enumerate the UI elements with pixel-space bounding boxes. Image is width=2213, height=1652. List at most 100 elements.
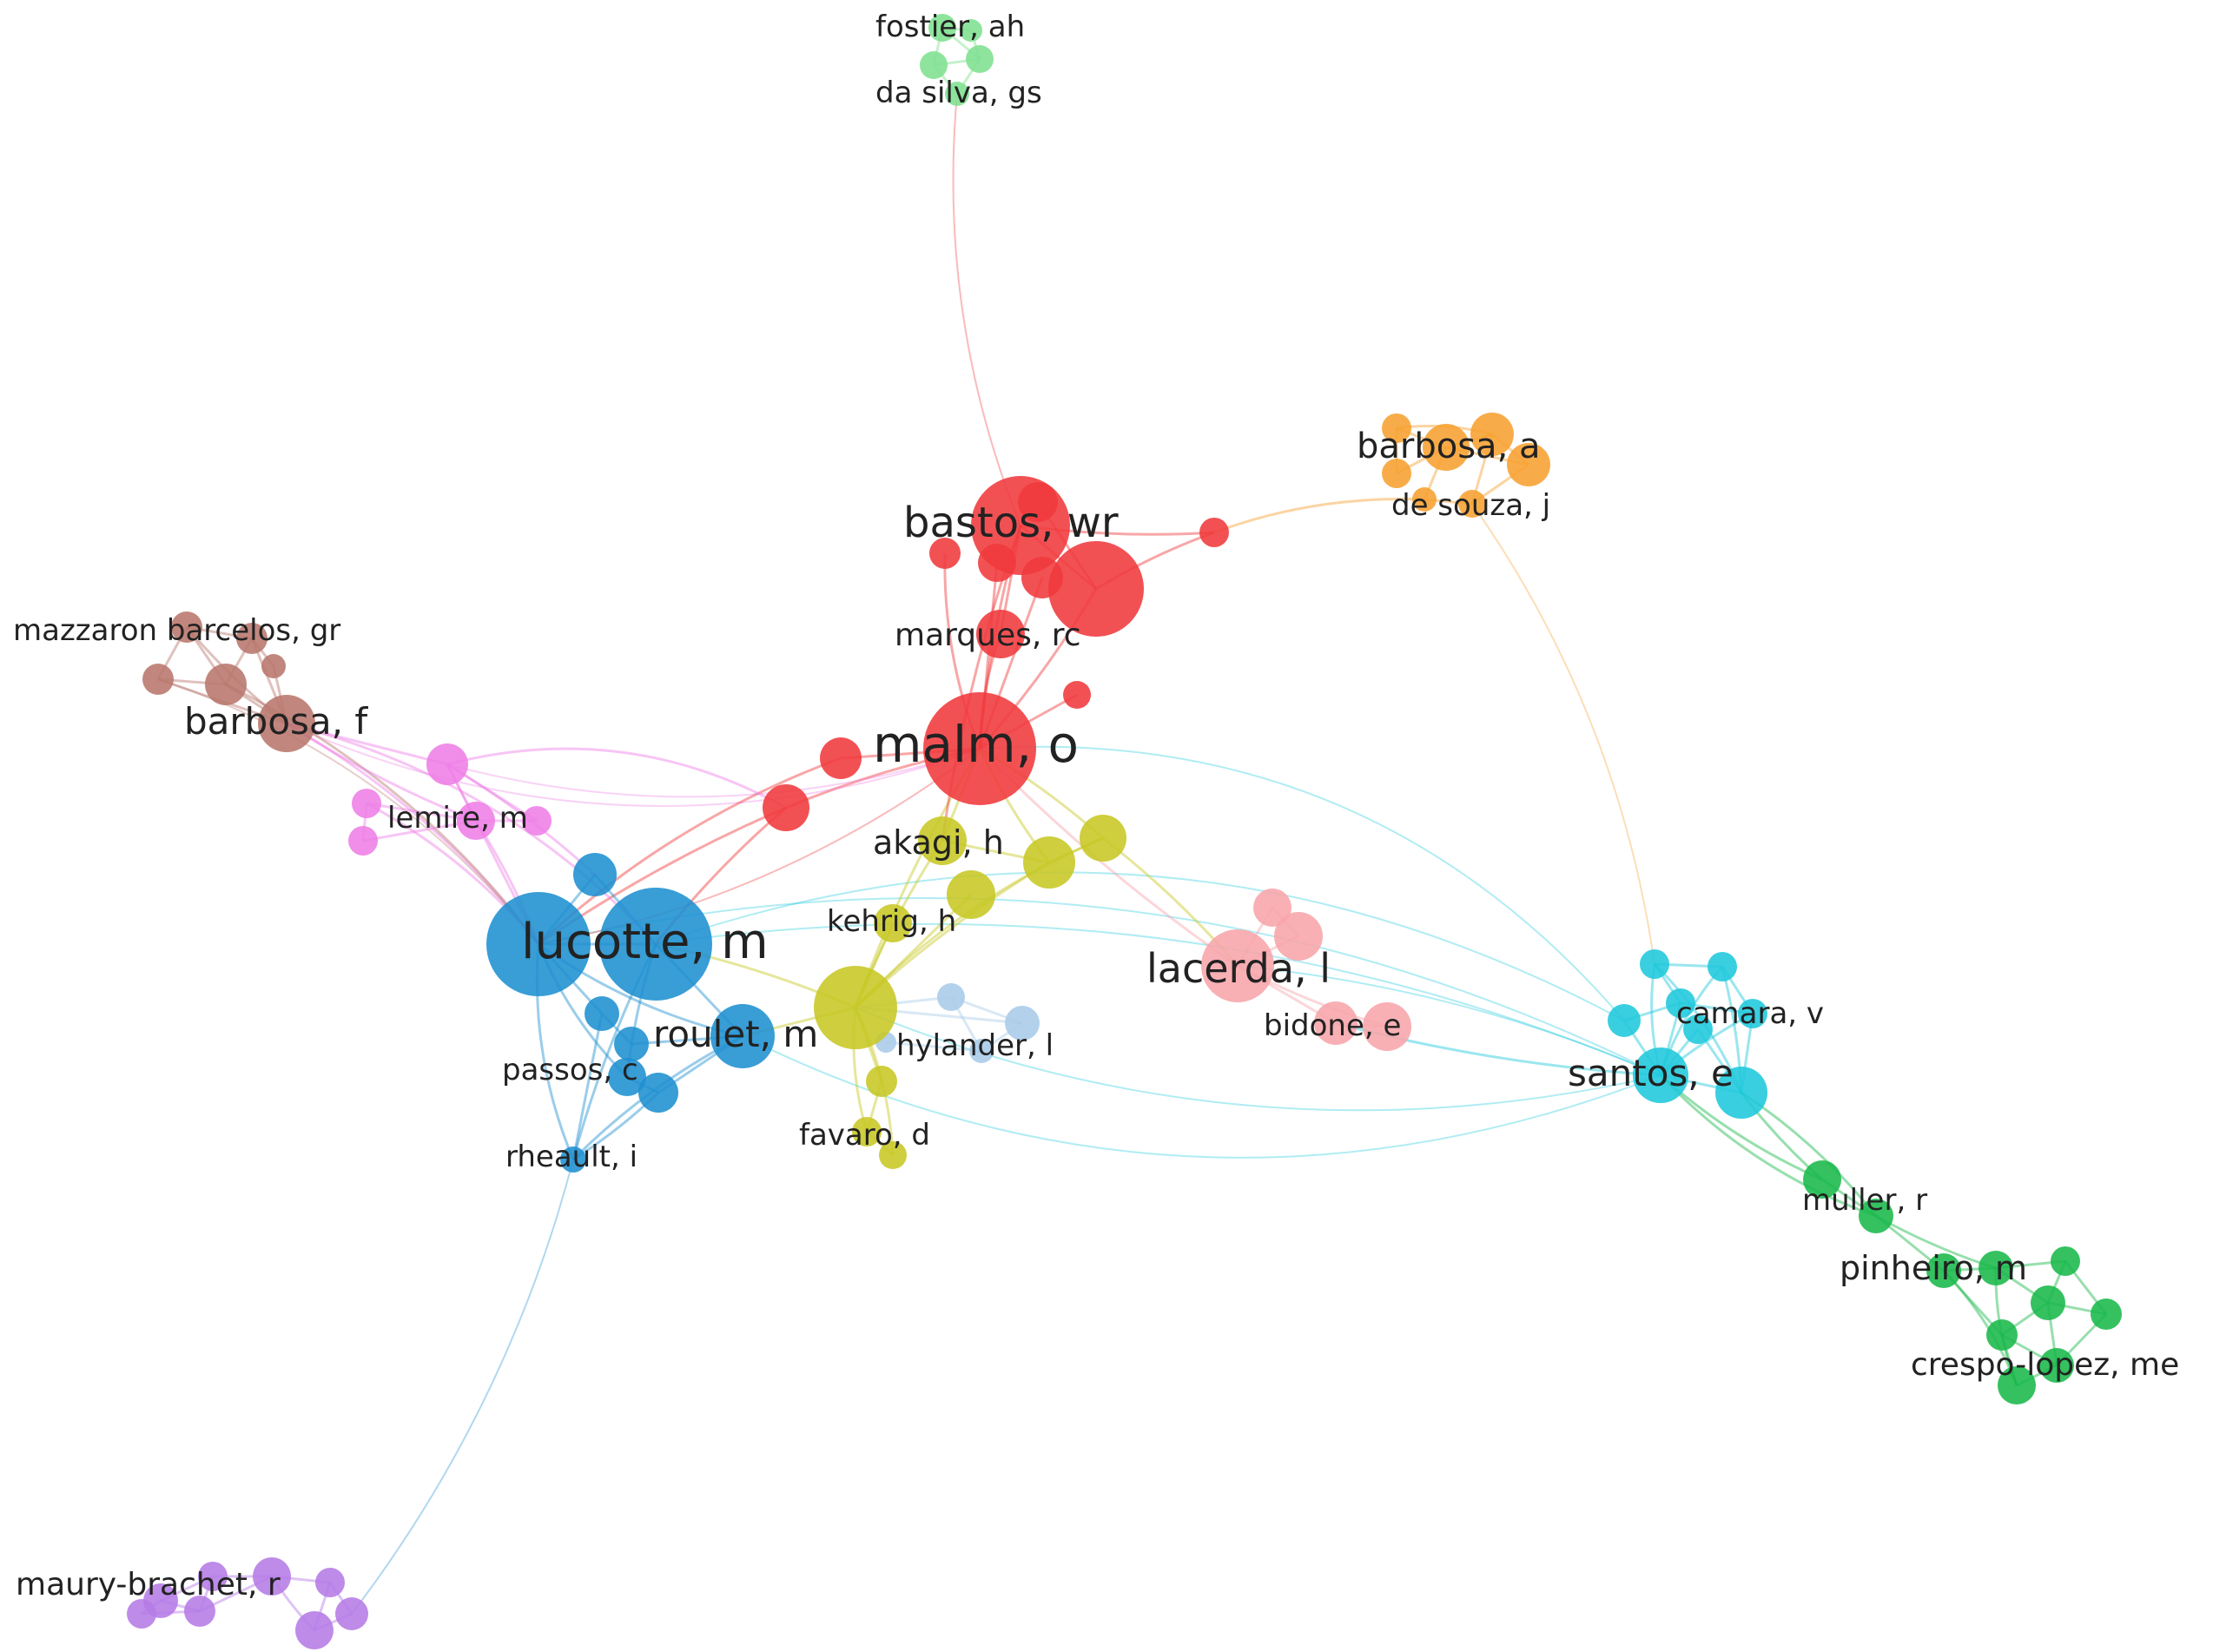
node-red11[interactable] [820,737,862,779]
node-pk1[interactable] [426,743,468,785]
network-labels: fostier, ah da silva, gs bastos, wr marq… [13,10,2179,1602]
node-br2[interactable] [236,623,268,654]
node-cy1[interactable] [1640,949,1669,979]
node-pk5[interactable] [522,806,552,836]
node-lg3[interactable] [920,51,948,79]
node-akagi[interactable] [918,816,967,865]
node-or4[interactable] [1507,443,1550,486]
label-hylander: hylander, l [896,1028,1054,1063]
label-bastos: bastos, wr [903,499,1119,547]
node-pk2[interactable] [352,789,381,818]
label-lemire: lemire, m [387,801,528,836]
node-lg5[interactable] [960,19,982,42]
node-bidone[interactable] [1314,1001,1358,1045]
node-br4[interactable] [205,664,247,705]
node-pu5[interactable] [184,1596,215,1627]
node-lemire[interactable] [457,802,495,840]
node-lb2[interactable] [1005,1006,1040,1041]
edge-desouza-cy1 [1471,503,1655,965]
node-ye4[interactable] [947,870,995,919]
label-bidone: bidone, e [1264,1008,1401,1043]
node-red8[interactable] [1199,518,1229,547]
node-gr8[interactable] [1986,1319,2018,1351]
node-fostier[interactable] [928,14,956,42]
node-lucotte[interactable] [486,892,591,996]
node-lp5[interactable] [1363,1002,1411,1051]
node-or7[interactable] [1412,487,1437,512]
node-gr6[interactable] [2031,1285,2065,1320]
node-kehrig[interactable] [874,904,912,942]
node-ye6[interactable] [814,966,897,1049]
node-cy2[interactable] [1708,952,1737,981]
node-barbosa_f[interactable] [258,695,315,752]
label-lacerda: lacerda, l [1146,945,1331,992]
node-or3[interactable] [1470,413,1514,456]
node-or5[interactable] [1382,459,1411,488]
node-br3[interactable] [142,664,174,695]
node-dasilva[interactable] [945,82,969,106]
node-pu3[interactable] [315,1568,345,1597]
node-gr7[interactable] [2091,1298,2122,1330]
node-gr5[interactable] [2051,1246,2080,1276]
label-de-souza: de souza, j [1391,488,1550,523]
node-bastos[interactable] [971,476,1070,575]
node-pu2[interactable] [253,1557,291,1596]
node-pu7[interactable] [335,1597,368,1630]
node-gr1[interactable] [1803,1160,1841,1199]
node-marques[interactable] [976,610,1025,658]
node-cy6[interactable] [1683,1014,1713,1044]
node-crespo[interactable] [1998,1366,2036,1404]
node-gr9[interactable] [2039,1348,2074,1383]
node-red12[interactable] [763,784,809,831]
node-ye9[interactable] [879,1141,907,1169]
node-lb1[interactable] [937,983,965,1011]
label-maury: maury-brachet, r [16,1567,281,1602]
node-malm[interactable] [923,692,1036,805]
node-br1[interactable] [171,611,202,643]
node-ye2[interactable] [1023,836,1075,889]
node-red9[interactable] [1063,681,1091,709]
node-rheault[interactable] [560,1146,586,1173]
edge-or7-red8 [1213,497,1425,534]
node-roulet[interactable] [710,1004,775,1068]
node-red2[interactable] [1048,541,1144,637]
node-pu1[interactable] [198,1562,228,1591]
node-bl6[interactable] [614,1027,649,1061]
node-bl5[interactable] [585,996,619,1031]
node-pu4[interactable] [143,1583,178,1618]
node-cy8[interactable] [1715,1067,1767,1119]
node-desouza[interactable] [1458,490,1486,518]
node-camara[interactable] [1738,999,1767,1028]
node-muller[interactable] [1859,1199,1893,1233]
node-lg2[interactable] [966,45,994,73]
node-or2[interactable] [1423,424,1470,471]
node-red7[interactable] [929,538,961,569]
node-passos[interactable] [608,1058,646,1096]
node-gr4[interactable] [1978,1251,2013,1285]
node-favaro[interactable] [852,1117,882,1146]
label-roulet: roulet, m [653,1013,818,1055]
node-hylander[interactable] [969,1039,994,1063]
node-cy3[interactable] [1666,988,1695,1018]
node-pu8[interactable] [295,1611,334,1649]
node-cy5[interactable] [1608,1004,1641,1037]
node-lp2[interactable] [1253,889,1291,927]
node-ye3[interactable] [1080,815,1126,862]
node-bl8[interactable] [638,1073,678,1113]
node-bl2[interactable] [599,888,712,1001]
node-santos[interactable] [1633,1047,1688,1103]
node-ye7[interactable] [866,1066,897,1097]
node-lp3[interactable] [1274,912,1323,961]
node-lacerda[interactable] [1201,929,1274,1002]
node-bl3[interactable] [573,853,617,896]
label-barbosa-a: barbosa, a [1357,426,1541,466]
edge-bl5-rheault [571,1013,604,1160]
node-mazzaron[interactable] [261,654,286,678]
node-pinheiro[interactable] [1926,1253,1961,1288]
label-pinheiro: pinheiro, m [1840,1249,2027,1287]
node-pk3[interactable] [348,826,378,856]
label-fostier: fostier, ah [875,10,1025,44]
edge-bl2-santos [655,922,1661,1076]
edge-santos-muller [1659,1074,1877,1218]
node-or1[interactable] [1382,413,1411,443]
